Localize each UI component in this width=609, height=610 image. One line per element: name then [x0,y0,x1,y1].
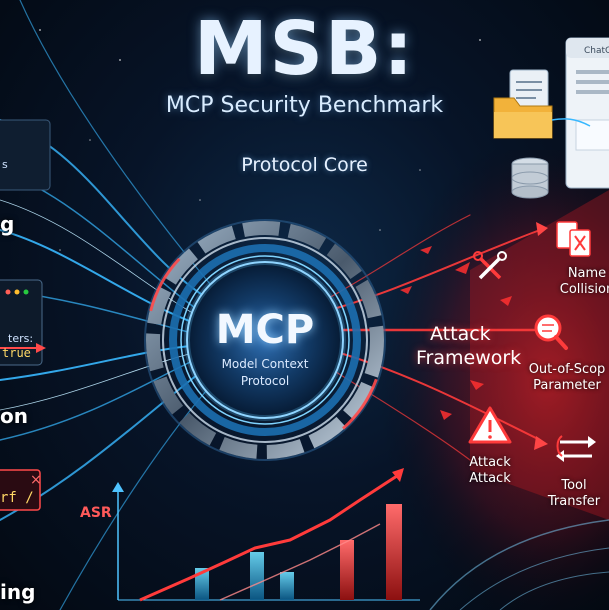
attack-type-name-collision: Name Collision [552,266,609,298]
tools-icon [473,251,507,280]
asr-chart [112,468,420,602]
doc-link-line [551,118,591,127]
protocol-core-label: Protocol Core [241,154,368,176]
database-icon [511,157,549,199]
app-window-label: ChatGP [584,46,609,56]
left-red-arrow [36,343,46,353]
attack-type-tool-transfer: Tool Transfer [544,478,604,510]
left-fragment-true: true [2,346,31,360]
asr-trend-line [139,472,401,602]
folder-icon [493,97,553,139]
bottom-streaks [429,519,609,610]
attack-type-label: Name [567,266,607,281]
left-window-top [0,119,51,191]
magnifier-icon [534,314,568,350]
swap-arrows-icon [556,435,596,462]
page-title: MSB: [194,6,415,92]
chart-bar-1 [195,568,209,600]
mcp-core [144,219,386,461]
left-fragment-params: ters: [8,332,34,345]
attack-type-attack: Attack Attack [458,455,522,487]
attack-type-label: Attack [469,471,511,486]
left-error-box [0,469,41,511]
window-dots [5,289,29,295]
attack-type-label: Attack [469,455,511,470]
left-fragment-s: s [2,158,8,171]
file-conflict-icon [556,221,591,257]
mcp-line-1: Model Context [221,357,309,371]
close-icon: × [30,472,42,488]
chart-bar-4 [340,540,354,600]
attack-framework-line-2: Framework [416,347,522,369]
page-subtitle: MCP Security Benchmark [165,93,444,118]
left-fragment-rf: rf / [0,490,34,506]
left-fragment-ing: ing [0,580,36,604]
chart-bar-2 [250,552,264,600]
left-code-window [0,279,43,366]
attack-framework-label: Attack Framework [416,322,521,370]
chart-bar-3 [280,572,294,600]
warning-icon [468,406,512,444]
attack-type-label: Collision [559,282,609,297]
left-fragment-g: g [0,212,15,236]
attack-type-label: Out-of-Scop [528,362,606,377]
chart-bar-5 [386,504,402,600]
app-window [565,37,609,189]
mcp-acronym: MCP [215,307,315,353]
attack-type-label: Parameter [533,378,601,393]
attack-type-label: Tool [561,478,587,493]
attack-framework-line-1: Attack [430,323,491,345]
attack-type-out-of-scope: Out-of-Scop Parameter [522,362,609,394]
attack-type-label: Transfer [547,494,601,509]
red-shards [400,246,512,420]
left-fragment-on: on [0,404,28,428]
mcp-line-2: Protocol [240,374,290,388]
asr-label: ASR [80,505,112,521]
